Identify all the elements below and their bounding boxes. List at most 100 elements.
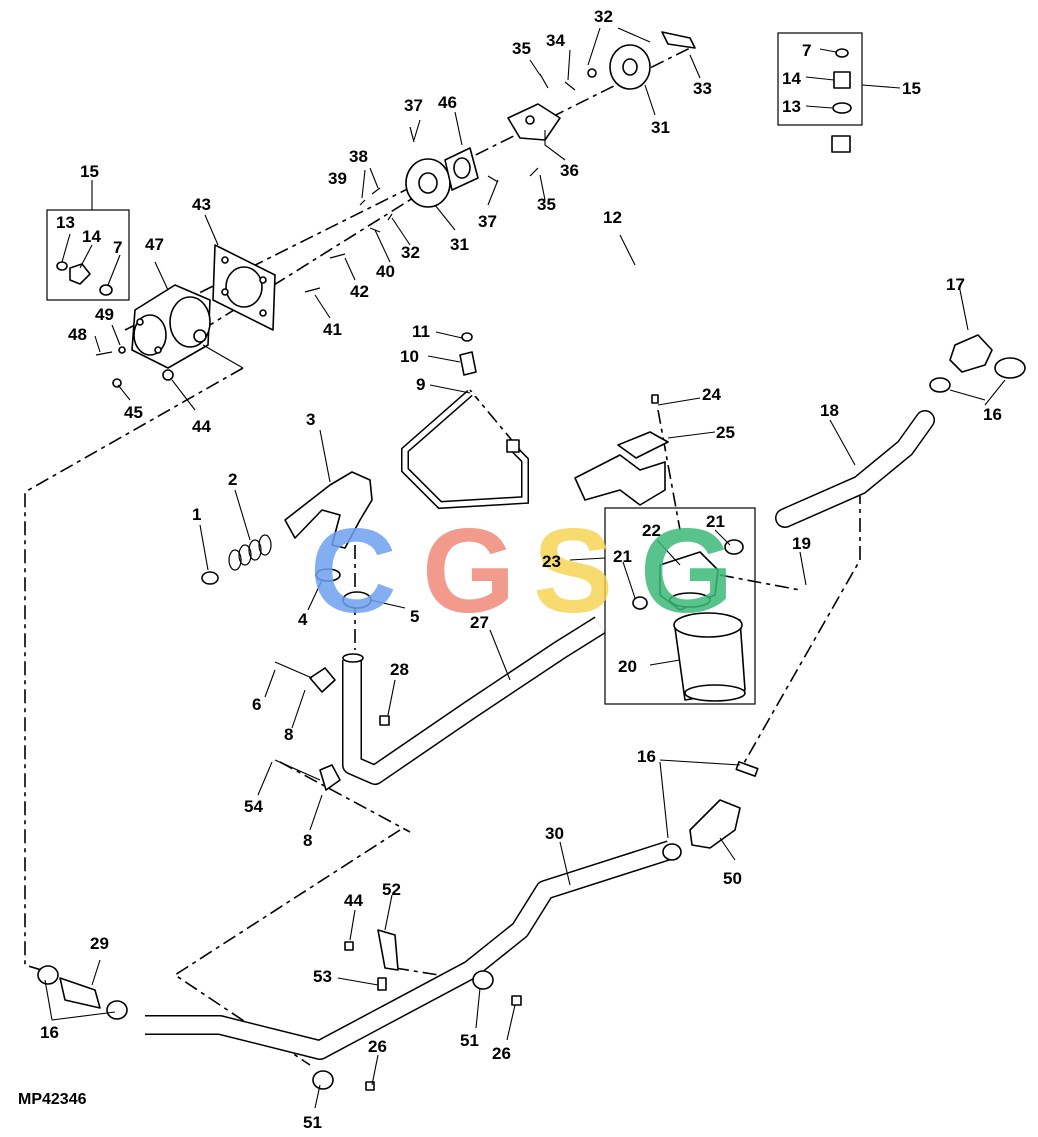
callout-38: 38: [349, 147, 368, 166]
callout-44-top: 44: [192, 417, 211, 436]
callout-19: 19: [792, 534, 811, 553]
callout-37-right: 37: [478, 212, 497, 231]
callout-54: 54: [244, 797, 263, 816]
tube-27: [342, 616, 606, 785]
fitting-set-15-left: [46, 209, 130, 301]
callout-45: 45: [124, 403, 143, 422]
callout-30: 30: [545, 824, 564, 843]
callout-20: 20: [618, 657, 637, 676]
callout-17: 17: [946, 275, 965, 294]
callout-49: 49: [95, 305, 114, 324]
clamp-4: [315, 568, 341, 582]
callout-5: 5: [410, 607, 419, 626]
callout-39: 39: [328, 169, 347, 188]
hose-18: [775, 410, 935, 528]
callout-23: 23: [542, 552, 561, 571]
callout-35-top: 35: [512, 39, 531, 58]
watermark-letter-c: C: [310, 504, 397, 638]
leader-lines: [44, 27, 1006, 1109]
callout-29: 29: [90, 934, 109, 953]
callout-10: 10: [400, 347, 419, 366]
callout-27: 27: [470, 613, 489, 632]
callout-51-mid: 51: [460, 1031, 479, 1050]
callout-25: 25: [716, 423, 735, 442]
callout-18: 18: [820, 401, 839, 420]
callout-32-top: 32: [594, 7, 613, 26]
callout-11: 11: [412, 322, 430, 341]
coupling-46: [444, 147, 479, 191]
callout-31-right: 31: [651, 118, 670, 137]
callout-1: 1: [192, 505, 201, 524]
callout-26-right: 26: [368, 1037, 387, 1056]
callout-34: 34: [546, 31, 565, 50]
gasket-31-left: [405, 158, 451, 208]
clamp-8-upper: [274, 661, 336, 693]
fitting-10-11: [459, 332, 477, 376]
callout-33: 33: [693, 79, 712, 98]
callout-47: 47: [145, 235, 164, 254]
callout-52: 52: [382, 880, 401, 899]
nut-28: [379, 715, 390, 726]
callout-14-left: 14: [82, 227, 101, 246]
callout-12: 12: [603, 208, 622, 227]
clamp-1: [201, 571, 219, 585]
callout-32-mid: 32: [401, 243, 420, 262]
pressure-line-12: [469, 135, 851, 398]
callout-15-right: 15: [902, 79, 921, 98]
callout-26-lower: 26: [492, 1044, 511, 1063]
hydraulic-pump-47: [131, 284, 211, 369]
watermark-letter-g1: G: [422, 504, 515, 638]
callout-16-right: 16: [983, 405, 1002, 424]
return-line-9: [401, 389, 529, 510]
callout-43: 43: [192, 195, 211, 214]
callout-14-right: 14: [782, 69, 801, 88]
callout-16-mid: 16: [637, 747, 656, 766]
callout-9: 9: [416, 375, 425, 394]
callout-22: 22: [642, 521, 661, 540]
clamps-lower: [312, 929, 522, 1091]
callout-21-left: 21: [613, 547, 632, 566]
filter-assembly-box: [604, 507, 756, 705]
callout-13-left: 13: [56, 213, 75, 232]
callout-7-right: 7: [802, 41, 811, 60]
mount-bracket-25: [574, 394, 669, 506]
callout-42: 42: [350, 282, 369, 301]
callout-36: 36: [560, 161, 579, 180]
callout-41: 41: [323, 320, 342, 339]
callout-44-lower: 44: [344, 891, 363, 910]
callout-31-left: 31: [450, 235, 469, 254]
gasket-31-right: [609, 44, 651, 90]
callout-8-lower: 8: [303, 831, 312, 850]
tube-30: [145, 840, 674, 1060]
callout-16-left: 16: [40, 1023, 59, 1042]
pump-mount-plate-43: [212, 244, 276, 331]
cgsg-watermark: C G S G: [310, 504, 733, 638]
callout-35-bottom: 35: [537, 195, 556, 214]
hose-29: [37, 965, 128, 1020]
elbow-17: [929, 334, 1026, 393]
callout-7-left: 7: [113, 238, 122, 257]
clip-33: [661, 31, 696, 49]
callout-2: 2: [228, 470, 237, 489]
hose-3: [284, 471, 373, 549]
clamp-8-lower: [274, 759, 341, 791]
figure-code: MP42346: [18, 1091, 87, 1108]
callout-37-top: 37: [404, 96, 423, 115]
watermark-letter-g2: G: [640, 504, 733, 638]
spring-2: [228, 534, 272, 571]
callout-48: 48: [68, 325, 87, 344]
callout-13-right: 13: [782, 97, 801, 116]
callout-46: 46: [438, 93, 457, 112]
callout-8-upper: 8: [284, 725, 293, 744]
callout-15-left: 15: [80, 162, 99, 181]
callout-40: 40: [376, 262, 395, 281]
fitting-set-15-right: [777, 32, 863, 126]
watermark-letter-s: S: [533, 504, 613, 638]
callout-53: 53: [313, 967, 332, 986]
callout-labels: 1 2 3 4 5 6 7 7 8 8 9 10 11 12 13 13 14 …: [40, 7, 1002, 1132]
callout-6: 6: [252, 695, 261, 714]
callout-24: 24: [702, 385, 721, 404]
callout-4: 4: [298, 610, 308, 629]
